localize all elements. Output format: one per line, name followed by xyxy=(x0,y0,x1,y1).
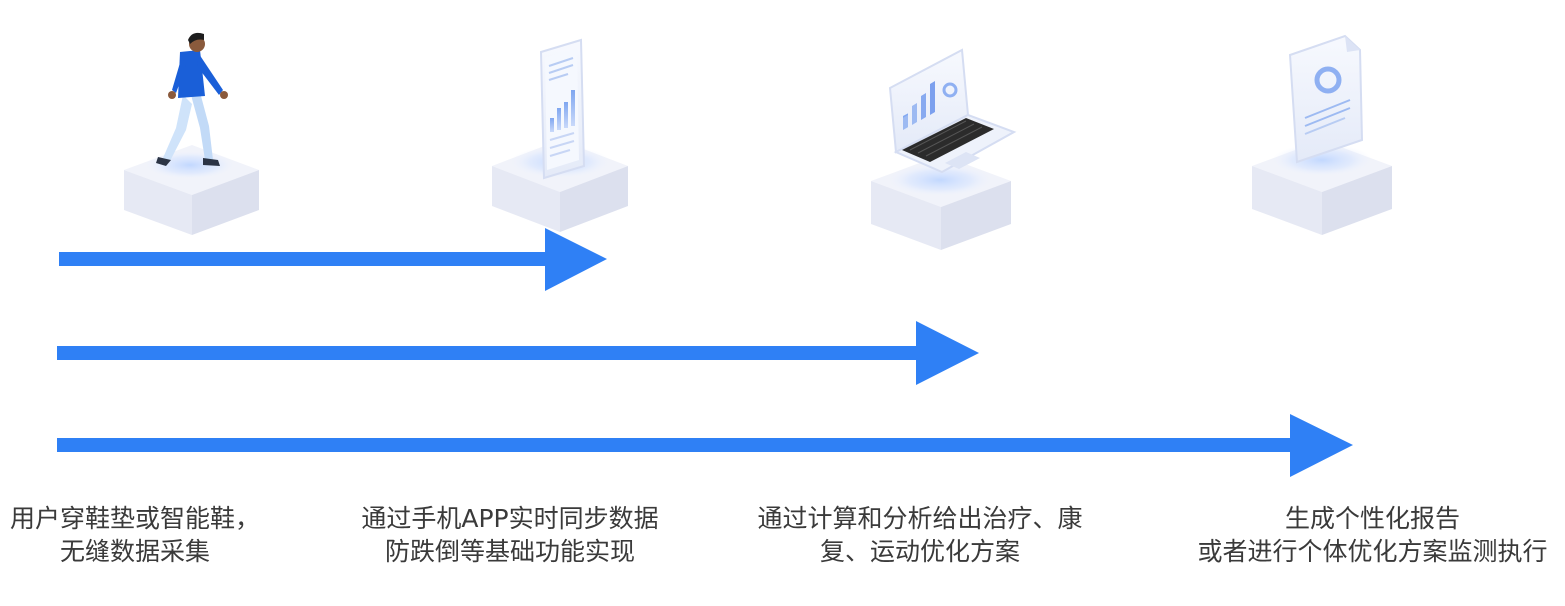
step-1-caption: 用户穿鞋垫或智能鞋， 无缝数据采集 xyxy=(0,502,270,568)
laptop-chart-icon xyxy=(888,48,1017,174)
smartphone-chart-icon xyxy=(539,38,586,180)
step-1-caption-line-2: 无缝数据采集 xyxy=(59,537,210,566)
step-3-caption-line-2: 复、运动优化方案 xyxy=(819,537,1020,566)
step-2-caption-line-2: 防跌倒等基础功能实现 xyxy=(384,537,635,566)
step-2-caption: 通过手机APP实时同步数据 防跌倒等基础功能实现 xyxy=(340,502,680,568)
step-4-caption: 生成个性化报告 或者进行个体优化方案监测执行 xyxy=(1180,502,1565,568)
step-3-platform xyxy=(871,155,1011,250)
step-3-caption: 通过计算和分析给出治疗、康 复、运动优化方案 xyxy=(740,502,1100,568)
arrow-step1-to-step3 xyxy=(57,321,979,385)
step-1-caption-line-1: 用户穿鞋垫或智能鞋， xyxy=(9,504,260,533)
step-4-caption-line-2: 或者进行个体优化方案监测执行 xyxy=(1197,537,1548,566)
step-1-platform xyxy=(124,145,259,235)
report-document-icon xyxy=(1288,34,1364,164)
walking-person-icon xyxy=(156,32,228,166)
step-4-platform xyxy=(1252,140,1392,235)
step-2-caption-line-1: 通过手机APP实时同步数据 xyxy=(361,504,659,533)
arrow-step1-to-step2 xyxy=(59,228,607,291)
step-4-caption-line-1: 生成个性化报告 xyxy=(1284,504,1460,533)
arrow-step1-to-step4 xyxy=(57,414,1353,477)
step-3-caption-line-1: 通过计算和分析给出治疗、康 xyxy=(757,504,1083,533)
